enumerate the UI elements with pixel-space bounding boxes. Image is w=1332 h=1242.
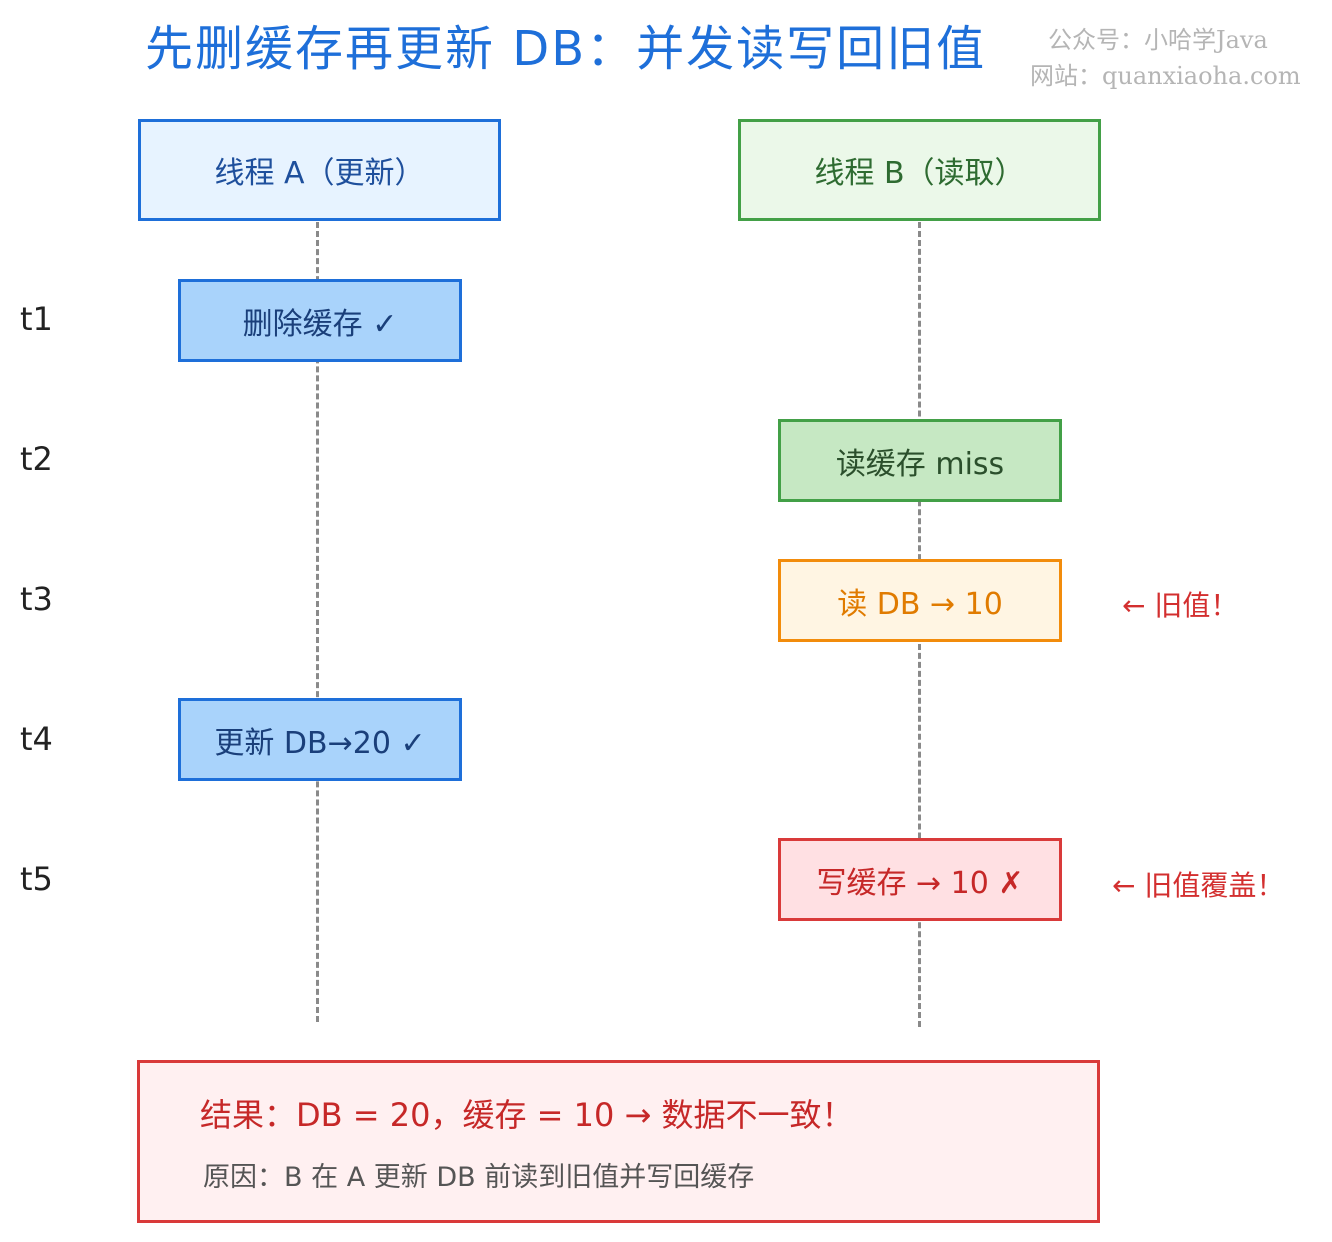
step-a-delete-cache: 删除缓存 ✓ — [178, 279, 462, 362]
diagram-title: 先删缓存再更新 DB：并发读写回旧值 — [145, 21, 987, 77]
time-label-t3: t3 — [20, 580, 53, 618]
step-b-write-cache: 写缓存 → 10 ✗ — [778, 838, 1062, 921]
time-label-t2: t2 — [20, 440, 53, 478]
result-reason: 原因：B 在 A 更新 DB 前读到旧值并写回缓存 — [203, 1162, 755, 1193]
lane-header-thread-b: 线程 B（读取） — [738, 119, 1101, 221]
time-label-t4: t4 — [20, 720, 53, 758]
watermark-account: 公众号：小哈学Java — [1048, 26, 1268, 54]
note-old-value-overwrite: ← 旧值覆盖！ — [1112, 869, 1285, 902]
note-old-value: ← 旧值！ — [1122, 589, 1239, 622]
step-b-read-cache-miss: 读缓存 miss — [778, 419, 1062, 502]
time-label-t1: t1 — [20, 300, 53, 338]
step-a-update-db: 更新 DB→20 ✓ — [178, 698, 462, 781]
result-summary: 结果：DB = 20，缓存 = 10 → 数据不一致！ — [200, 1096, 854, 1134]
lane-header-thread-a: 线程 A（更新） — [138, 119, 501, 221]
step-b-read-db: 读 DB → 10 — [778, 559, 1062, 642]
time-label-t5: t5 — [20, 860, 53, 898]
result-box — [137, 1060, 1100, 1223]
watermark-website: 网站：quanxiaoha.com — [1030, 62, 1301, 90]
lifeline-thread-a — [316, 222, 319, 1022]
